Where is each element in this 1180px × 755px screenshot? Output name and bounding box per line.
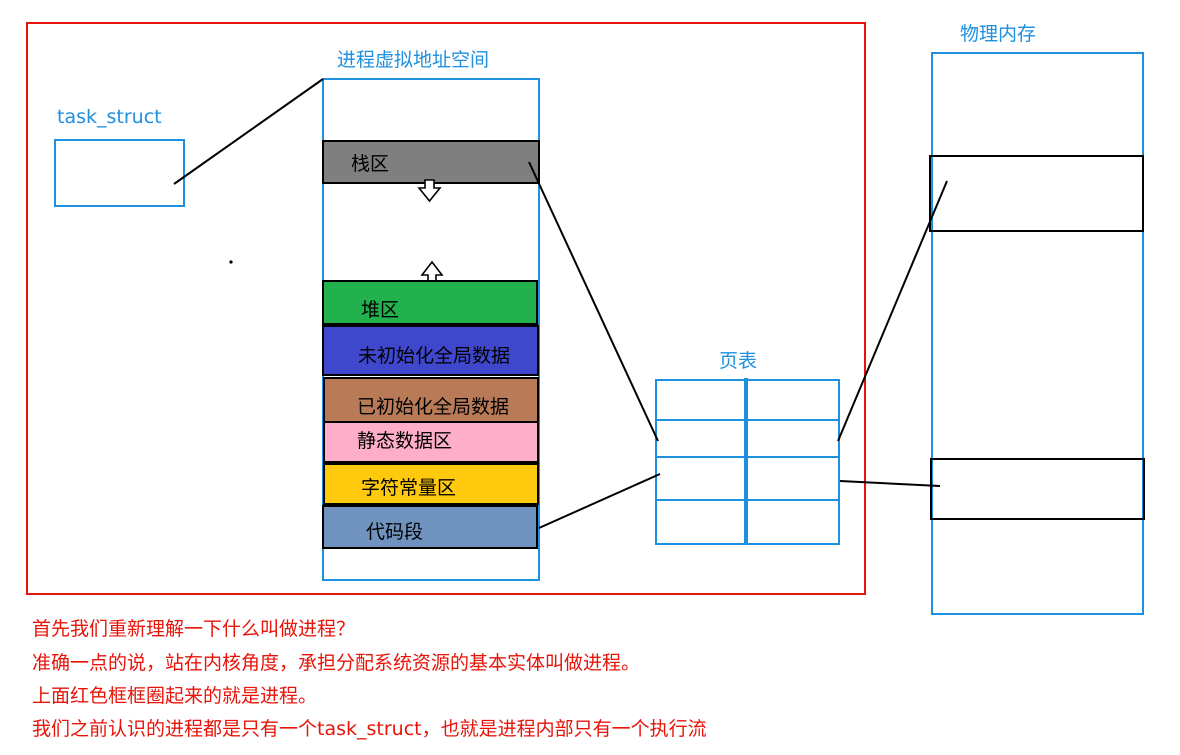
heap-segment: 堆区 [322, 280, 538, 325]
stack-label: 栈区 [351, 153, 389, 175]
task-struct-box [54, 139, 185, 207]
bss-block [322, 325, 539, 376]
static-segment: 静态数据区 [323, 421, 539, 463]
task-struct-label: task_struct [57, 106, 162, 128]
stray-dot [229, 260, 233, 264]
note-line-1: 首先我们重新理解一下什么叫做进程？ [32, 618, 356, 640]
data-label: 已初始化全局数据 [357, 396, 509, 418]
physical-page-1 [929, 155, 1144, 232]
process-border [26, 22, 866, 595]
note-line-2: 准确一点的说，站在内核角度，承担分配系统资源的基本实体叫做进程。 [32, 652, 641, 674]
code-segment: 代码段 [322, 505, 538, 549]
page-table [655, 378, 840, 545]
note-line-3: 上面红色框框圈起来的就是进程。 [32, 685, 318, 707]
const-segment: 字符常量区 [323, 463, 539, 505]
code-label: 代码段 [366, 521, 423, 543]
code-block [322, 505, 538, 549]
physical-memory-box [931, 52, 1144, 615]
const-label: 字符常量区 [361, 477, 456, 499]
heap-block [322, 280, 538, 325]
stack-segment: 栈区 [322, 140, 540, 184]
data-segment: 已初始化全局数据 [323, 377, 539, 423]
bss-label: 未初始化全局数据 [358, 345, 510, 367]
mapping-lines [173, 78, 948, 529]
arrow-down-icon [417, 179, 442, 203]
heap-label: 堆区 [361, 299, 399, 321]
const-block [323, 463, 539, 505]
static-label: 静态数据区 [357, 430, 452, 452]
static-block [323, 421, 539, 463]
physical-memory-label: 物理内存 [960, 23, 1036, 45]
physical-page-2 [930, 458, 1145, 520]
note-line-4: 我们之前认识的进程都是只有一个task_struct，也就是进程内部只有一个执行… [32, 718, 707, 740]
bss-segment: 未初始化全局数据 [322, 325, 539, 376]
page-table-label: 页表 [719, 350, 757, 372]
stack-block [322, 140, 540, 184]
vaddr-space-label: 进程虚拟地址空间 [337, 49, 489, 71]
